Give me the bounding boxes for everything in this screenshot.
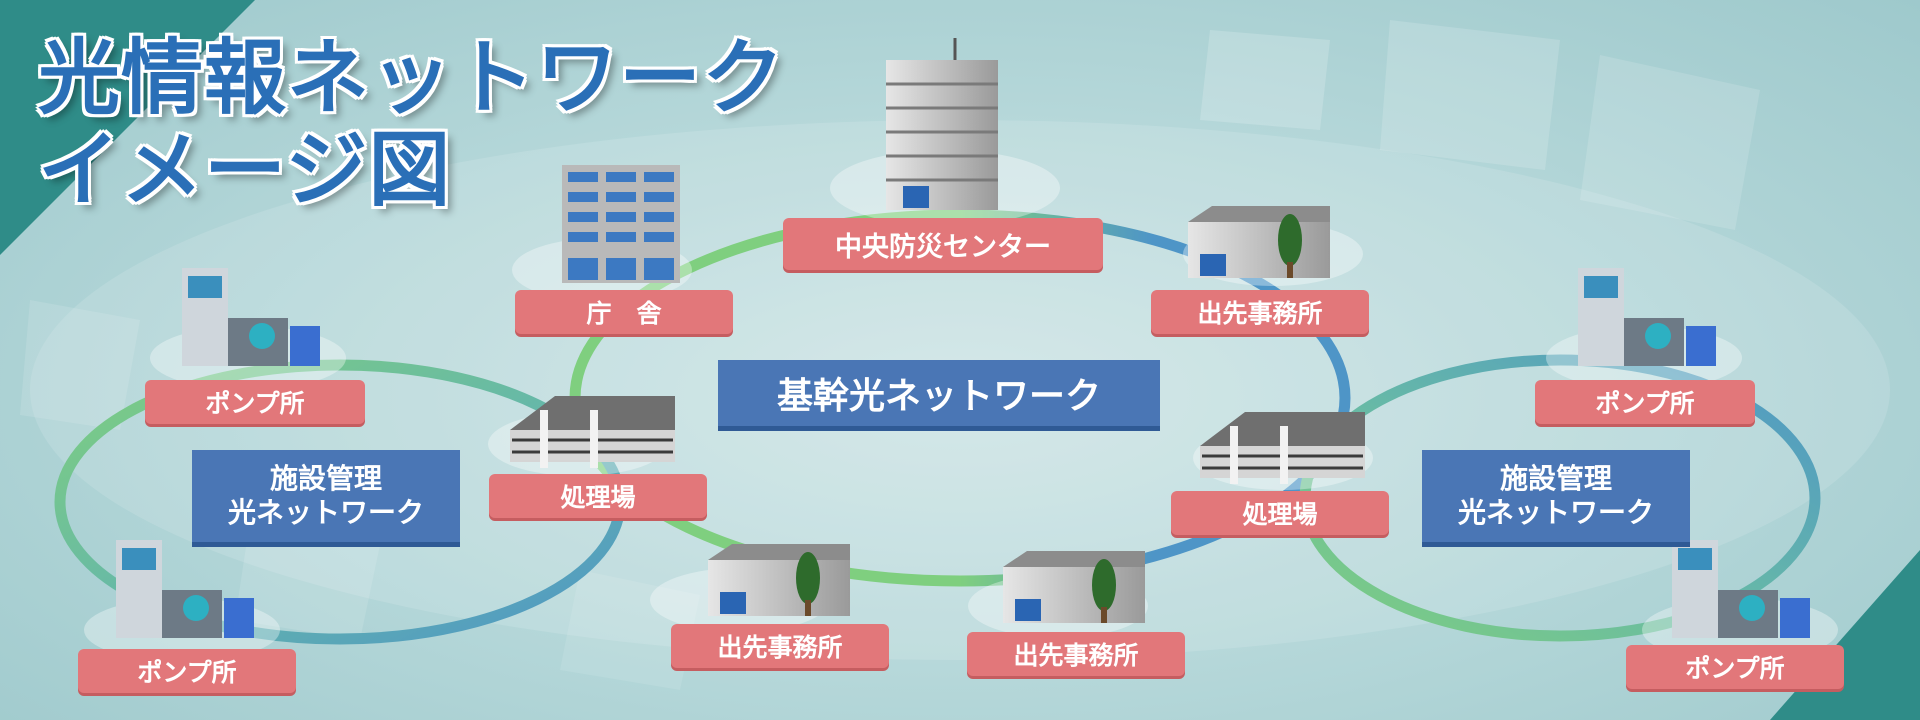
left-network-label-line1: 施設管理 bbox=[269, 462, 382, 495]
backbone-network-label: 基幹光ネットワーク bbox=[718, 360, 1160, 426]
pump-station-label-left-top: ポンプ所 bbox=[145, 380, 365, 424]
pump-station-icon bbox=[116, 540, 254, 638]
treatment-plant-label-left: 処理場 bbox=[489, 474, 707, 518]
treatment-plant-label-right: 処理場 bbox=[1171, 491, 1389, 535]
central-disaster-center-label: 中央防災センター bbox=[783, 218, 1103, 270]
right-network-label-line2: 光ネットワーク bbox=[1457, 496, 1654, 529]
branch-office-icon bbox=[708, 544, 850, 616]
branch-office-icon bbox=[1003, 551, 1145, 623]
pump-station-label-right-bottom: ポンプ所 bbox=[1626, 645, 1844, 689]
right-network-label: 施設管理 光ネットワーク bbox=[1422, 450, 1690, 542]
left-network-label-line2: 光ネットワーク bbox=[227, 496, 424, 529]
central-tower-icon bbox=[886, 38, 998, 210]
treatment-plant-icon bbox=[510, 396, 675, 468]
pump-station-icon bbox=[1578, 268, 1716, 366]
pump-station-label-right-top: ポンプ所 bbox=[1535, 380, 1755, 424]
diagram-title-line1: 光情報ネットワーク bbox=[38, 31, 786, 126]
right-network-label-line1: 施設管理 bbox=[1499, 462, 1612, 495]
corner-triangle-top-left bbox=[0, 0, 255, 255]
government-building-icon bbox=[562, 165, 680, 283]
government-office-label: 庁 舎 bbox=[515, 290, 733, 334]
diagram-title-line2: イメージ図 bbox=[38, 123, 452, 218]
pump-station-icon bbox=[1672, 540, 1810, 638]
branch-office-label-bottom-left: 出先事務所 bbox=[671, 624, 889, 668]
branch-office-label-bottom-right: 出先事務所 bbox=[967, 632, 1185, 676]
pump-station-label-left-bottom: ポンプ所 bbox=[78, 649, 296, 693]
pump-station-icon bbox=[182, 268, 320, 366]
treatment-plant-icon bbox=[1200, 412, 1365, 484]
left-network-label: 施設管理 光ネットワーク bbox=[192, 450, 460, 542]
branch-office-icon bbox=[1188, 206, 1330, 278]
branch-office-label-top-right: 出先事務所 bbox=[1151, 290, 1369, 334]
